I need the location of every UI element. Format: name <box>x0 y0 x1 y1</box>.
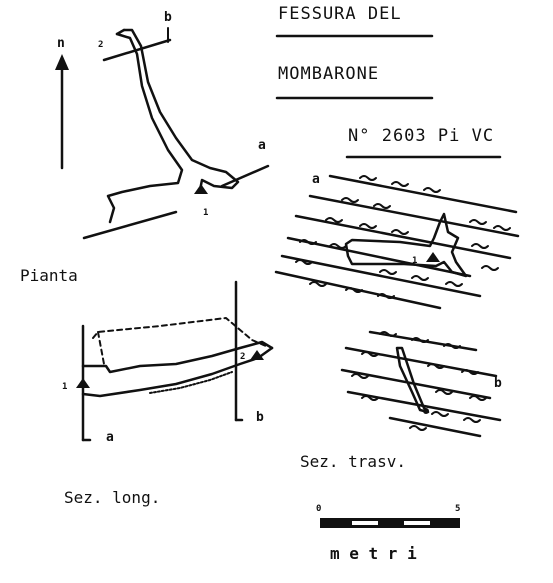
plan-passage-tip <box>115 28 126 36</box>
cross-section-a-rock-symbols <box>295 175 511 299</box>
scale-bar <box>320 518 460 528</box>
long-station-2-marker <box>250 350 264 360</box>
long-section-entrance-dashed <box>97 331 105 365</box>
long-station-1-label: 1 <box>62 382 68 392</box>
long-section-upper-wall <box>81 340 274 374</box>
cross-section-b <box>340 330 502 438</box>
plan-section-line-b <box>102 38 172 62</box>
cross-section-label: Sez. trasv. <box>300 452 406 471</box>
cross-section-b-label: b <box>494 376 502 391</box>
scale-unit-label: m e t r i <box>330 544 417 563</box>
catalog-number: N° 2603 Pi VC <box>348 126 495 146</box>
cross-section-a-label: a <box>312 172 320 187</box>
plan-passage-left-wall <box>106 32 184 224</box>
plan-section-line-a <box>220 164 270 188</box>
plan-station-1-marker <box>194 184 208 194</box>
scale-bar-gap-1 <box>352 521 378 525</box>
plan-label: Pianta <box>20 266 78 285</box>
cross-section-a-passage <box>344 212 468 278</box>
long-section-ceiling-dashed <box>92 317 267 347</box>
plan-view <box>55 27 270 240</box>
cross-section-b-rock-symbols <box>351 331 487 431</box>
plan-entrance-wall <box>82 210 178 240</box>
long-station-2-label: 2 <box>240 352 246 362</box>
cross-b-station-marker <box>423 408 429 414</box>
long-section-label: Sez. long. <box>64 488 161 507</box>
long-section-b-label: b <box>256 410 264 425</box>
plan-station-2-label: 2 <box>98 40 104 50</box>
plan-section-a-label: a <box>258 138 266 153</box>
plan-passage-right-wall <box>122 28 240 192</box>
scale-bar-body <box>320 518 460 528</box>
plan-station-1-label: 1 <box>203 208 209 218</box>
cross-section-b-strata <box>340 330 502 438</box>
cross-a-station-1-label: 1 <box>412 256 418 266</box>
scale-start-label: 0 <box>316 504 322 514</box>
long-section-floor-deposit <box>149 371 233 394</box>
cave-title-line2: MOMBARONE <box>278 64 380 84</box>
north-arrow-head <box>55 54 69 70</box>
plan-north-label: n <box>57 36 65 51</box>
long-station-1-marker <box>76 378 90 388</box>
plan-section-b-label: b <box>164 10 172 25</box>
longitudinal-section <box>76 280 274 442</box>
cross-a-station-1-marker <box>426 252 440 262</box>
cross-section-a-strata <box>274 174 520 310</box>
scale-bar-gap-2 <box>404 521 430 525</box>
cross-section-a <box>274 174 520 310</box>
cave-title-line1: FESSURA DEL <box>278 4 402 24</box>
long-section-a-label: a <box>106 430 114 445</box>
scale-end-label: 5 <box>455 504 461 514</box>
